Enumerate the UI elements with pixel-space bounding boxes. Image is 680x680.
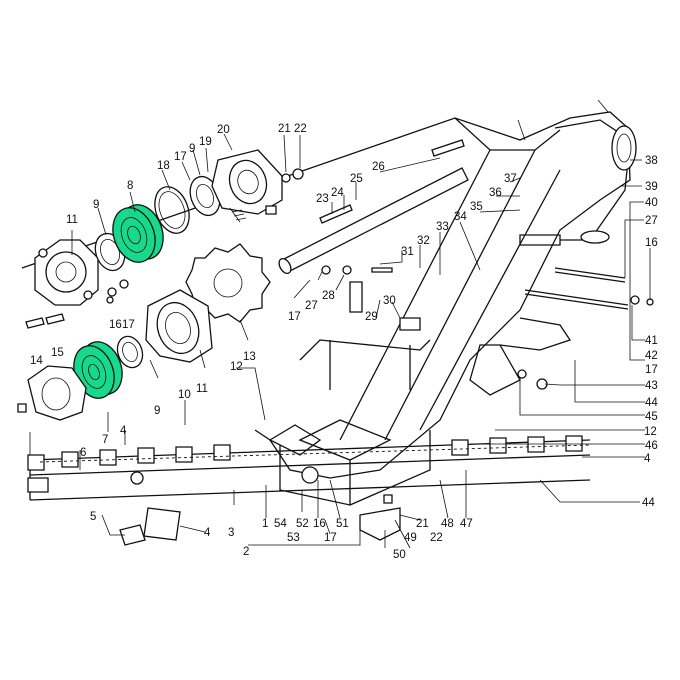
- chain-slats: [27, 435, 591, 541]
- callout-35: 35: [470, 201, 483, 213]
- callout-30: 30: [383, 295, 396, 307]
- callout-3: 3: [228, 527, 234, 539]
- callout-47: 47: [460, 518, 473, 530]
- callout-17-upper: 17: [174, 151, 187, 163]
- leader-lines: [29, 133, 651, 549]
- callout-27-right: 27: [645, 215, 658, 227]
- callout-45: 45: [645, 411, 658, 423]
- callout-50: 50: [393, 549, 406, 561]
- small-parts-right: [119, 99, 654, 546]
- callout-37: 37: [504, 173, 517, 185]
- callouts: 1 2 3 4 4 4 5 6 7 8 9 9 9 10 11 11 12 12…: [30, 123, 658, 561]
- bearing-8-highlighted: [112, 204, 164, 263]
- callout-1: 1: [262, 518, 268, 530]
- callout-2: 2: [243, 546, 249, 558]
- seal-ring-9-lower: [116, 335, 144, 369]
- callout-42: 42: [645, 350, 658, 362]
- callout-12-left: 12: [230, 361, 243, 373]
- callout-39: 39: [645, 181, 658, 193]
- flange-housing-20: [211, 149, 283, 215]
- callout-10: 10: [178, 389, 191, 401]
- callout-22-upper: 22: [294, 123, 307, 135]
- callout-4-left: 4: [120, 425, 127, 437]
- sprocket-13: [185, 243, 271, 323]
- callout-16-right: 16: [645, 237, 658, 249]
- callout-51: 51: [336, 518, 349, 530]
- callout-22-bottom: 22: [430, 532, 443, 544]
- callout-25: 25: [350, 173, 363, 185]
- callout-15: 15: [51, 347, 64, 359]
- callout-48: 48: [441, 518, 454, 530]
- callout-44-right: 44: [645, 397, 658, 409]
- callout-8: 8: [127, 180, 133, 192]
- callout-13: 13: [243, 351, 256, 363]
- callout-17-bottom: 17: [324, 532, 337, 544]
- boom-frame: [21, 111, 637, 506]
- callout-23: 23: [316, 193, 329, 205]
- callout-54: 54: [274, 518, 287, 530]
- callout-11-upper: 11: [66, 214, 78, 226]
- callout-38: 38: [645, 155, 658, 167]
- bearing-housing-upper: [34, 239, 99, 306]
- callout-9-mid: 9: [189, 143, 195, 155]
- bearing-housing-lower: [145, 289, 213, 363]
- callout-44-bottom: 44: [642, 497, 655, 509]
- shaft-23: [278, 139, 469, 275]
- ring-18: [154, 186, 190, 234]
- callout-34: 34: [454, 211, 467, 223]
- callout-26: 26: [372, 161, 385, 173]
- callout-18: 18: [157, 160, 170, 172]
- bolts-14: [25, 279, 129, 329]
- callout-16-left: 16: [109, 319, 122, 331]
- callout-4-right: 4: [644, 453, 651, 465]
- callout-46: 46: [645, 440, 658, 452]
- callout-36: 36: [489, 187, 502, 199]
- callout-21-upper: 21: [278, 123, 291, 135]
- callout-32: 32: [417, 235, 430, 247]
- callout-14: 14: [30, 355, 43, 367]
- callout-17-right: 17: [645, 364, 658, 376]
- callout-28: 28: [322, 290, 335, 302]
- callout-16-bottom: 16: [313, 518, 326, 530]
- callout-41: 41: [645, 335, 658, 347]
- callout-49: 49: [404, 532, 417, 544]
- callout-4-bottom: 4: [204, 527, 211, 539]
- callout-31: 31: [401, 246, 414, 258]
- end-cap-7: [17, 365, 87, 421]
- callout-27-left: 27: [305, 300, 318, 312]
- callout-5: 5: [90, 511, 96, 523]
- callout-33: 33: [436, 221, 449, 233]
- callout-29: 29: [365, 311, 378, 323]
- callout-21-bottom: 21: [416, 518, 429, 530]
- callout-43: 43: [645, 380, 658, 392]
- callout-7: 7: [102, 434, 108, 446]
- callout-9-lower: 9: [154, 405, 160, 417]
- callout-17-mid: 17: [288, 311, 301, 323]
- callout-52: 52: [296, 518, 309, 530]
- callout-6: 6: [80, 447, 86, 459]
- callout-11-lower: 11: [196, 383, 208, 395]
- callout-19: 19: [199, 136, 212, 148]
- callout-53: 53: [287, 532, 300, 544]
- callout-24: 24: [331, 187, 344, 199]
- callout-12-right: 12: [644, 426, 657, 438]
- spring-and-grease-nipple: [229, 205, 277, 223]
- callout-17-left: 17: [122, 319, 135, 331]
- callout-9-upper: 9: [93, 199, 99, 211]
- nuts-21-22: [281, 168, 304, 183]
- callout-20: 20: [217, 124, 230, 136]
- callout-40: 40: [645, 197, 658, 209]
